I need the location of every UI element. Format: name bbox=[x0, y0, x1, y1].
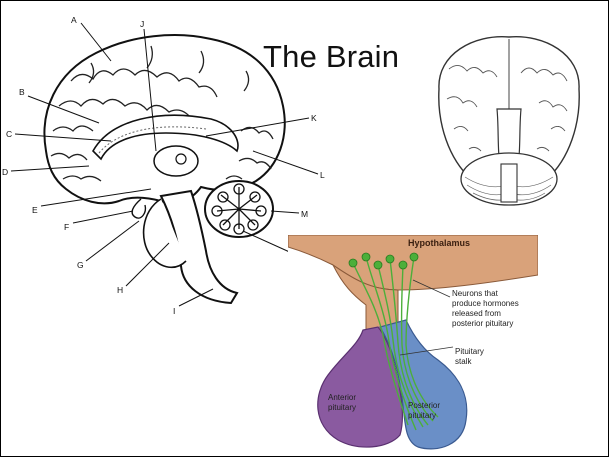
anterior-label-line2: pituitary bbox=[328, 403, 356, 412]
label-c: C bbox=[6, 129, 12, 139]
neurons-label-line4: posterior pituitary bbox=[452, 319, 513, 328]
label-b: B bbox=[19, 87, 25, 97]
label-i: I bbox=[173, 306, 175, 316]
label-h: H bbox=[117, 285, 123, 295]
stalk-label-line2: stalk bbox=[455, 357, 472, 366]
label-a: A bbox=[71, 15, 77, 25]
label-g: G bbox=[77, 260, 84, 270]
label-d: D bbox=[2, 167, 8, 177]
label-m: M bbox=[301, 209, 308, 219]
label-l: L bbox=[320, 170, 325, 180]
label-k: K bbox=[311, 113, 317, 123]
label-f: F bbox=[64, 222, 69, 232]
pituitary-diagram: Hypothalamus Neurons that produce hormon… bbox=[288, 235, 538, 453]
posterior-label-line2: pituitary bbox=[408, 411, 436, 420]
stalk-label-line1: Pituitary bbox=[455, 347, 484, 356]
neurons-label-line1: Neurons that bbox=[452, 289, 499, 298]
label-j: J bbox=[140, 19, 144, 29]
label-e: E bbox=[32, 205, 38, 215]
neurons-label-line3: released from bbox=[452, 309, 501, 318]
anterior-label-line1: Anterior bbox=[328, 393, 356, 402]
ventral-brain-drawing bbox=[419, 29, 599, 219]
posterior-label-line1: Posterior bbox=[408, 401, 440, 410]
hypothalamus-label: Hypothalamus bbox=[408, 238, 470, 248]
cerebellum-drawing bbox=[205, 181, 273, 237]
neurons-label-line2: produce hormones bbox=[452, 299, 519, 308]
